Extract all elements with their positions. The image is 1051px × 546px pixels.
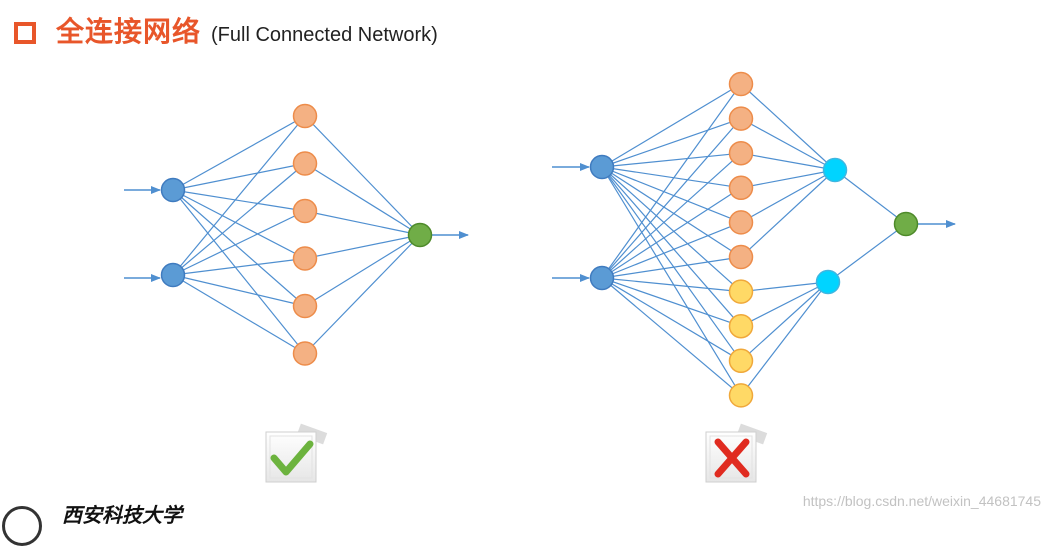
node-outline: [292, 198, 318, 224]
connection-edge: [601, 83, 742, 279]
node-outline: [728, 210, 754, 235]
node-outline: [728, 279, 754, 304]
valid-network: [124, 103, 469, 366]
connection-edge: [601, 83, 742, 168]
connection-edge: [740, 169, 836, 189]
connection-edge: [601, 277, 742, 396]
node-outline: [292, 246, 318, 271]
node-outline: [822, 157, 848, 183]
connection-edge: [740, 83, 836, 171]
connection-edge: [304, 210, 421, 236]
connection-edge: [172, 162, 306, 191]
university-seal-icon: [2, 506, 42, 546]
network-diagrams: [124, 71, 956, 483]
connection-edge: [601, 166, 742, 362]
connection-edge: [740, 281, 829, 327]
connection-edge: [172, 163, 306, 276]
node-outline: [728, 313, 754, 339]
title-main: 全连接网络: [56, 15, 202, 48]
connection-edge: [740, 118, 836, 171]
connection-edge: [740, 169, 836, 258]
node-outline: [589, 154, 615, 180]
connection-edge: [172, 189, 306, 212]
connection-edge: [601, 277, 742, 327]
node-outline: [728, 71, 754, 97]
connection-edge: [740, 169, 836, 223]
node-outline: [728, 175, 754, 201]
square-bullet-icon: [14, 22, 36, 44]
watermark: https://blog.csdn.net/weixin_44681745: [802, 493, 1041, 509]
connection-edge: [172, 115, 306, 276]
connection-edge: [601, 152, 742, 168]
connection-edge: [172, 189, 306, 354]
connection-edge: [601, 166, 742, 396]
node-outline: [893, 211, 919, 237]
node-outline: [292, 341, 318, 366]
connection-edge: [827, 223, 907, 283]
connection-edge: [740, 281, 829, 396]
connection-edge: [601, 152, 742, 279]
connection-edge: [172, 274, 306, 307]
connection-edge: [172, 189, 306, 307]
connection-edge: [601, 277, 742, 362]
connection-edge: [740, 152, 836, 171]
slide-title: 全连接网络 (Full Connected Network): [14, 14, 438, 50]
node-outline: [815, 269, 841, 295]
connection-edge: [304, 234, 421, 260]
connection-edge: [601, 166, 742, 327]
invalid-network: [552, 71, 956, 408]
connection-edge: [834, 169, 907, 225]
connection-edge: [172, 257, 306, 276]
connection-edge: [740, 281, 829, 362]
connection-edge: [304, 162, 421, 236]
connection-edge: [172, 189, 306, 260]
node-outline: [728, 244, 754, 270]
check-mark-icon: [265, 423, 328, 483]
node-outline: [292, 293, 318, 319]
node-outline: [589, 265, 615, 291]
title-sub: (Full Connected Network): [211, 24, 438, 46]
connection-edge: [601, 277, 742, 293]
node-outline: [160, 177, 186, 203]
node-outline: [728, 383, 754, 408]
node-outline: [728, 140, 754, 166]
connection-edge: [601, 118, 742, 279]
connection-edge: [601, 166, 742, 223]
connection-edge: [601, 166, 742, 293]
node-outline: [728, 348, 754, 374]
connection-edge: [304, 115, 421, 236]
connection-edge: [304, 234, 421, 354]
connection-edge: [601, 118, 742, 168]
connection-edge: [172, 210, 306, 276]
cross-mark-icon: [705, 423, 768, 483]
connection-edge: [172, 274, 306, 355]
connection-edge: [601, 166, 742, 258]
university-name: 西安科技大学: [62, 503, 182, 527]
connection-edge: [601, 187, 742, 279]
node-outline: [407, 222, 433, 248]
connection-edge: [601, 256, 742, 279]
node-outline: [160, 262, 186, 288]
connection-edge: [601, 221, 742, 279]
connection-edge: [740, 281, 829, 293]
connection-edge: [601, 166, 742, 189]
connection-edge: [304, 234, 421, 307]
node-outline: [292, 151, 318, 176]
node-outline: [728, 106, 754, 131]
node-outline: [292, 103, 318, 129]
connection-edge: [172, 115, 306, 191]
